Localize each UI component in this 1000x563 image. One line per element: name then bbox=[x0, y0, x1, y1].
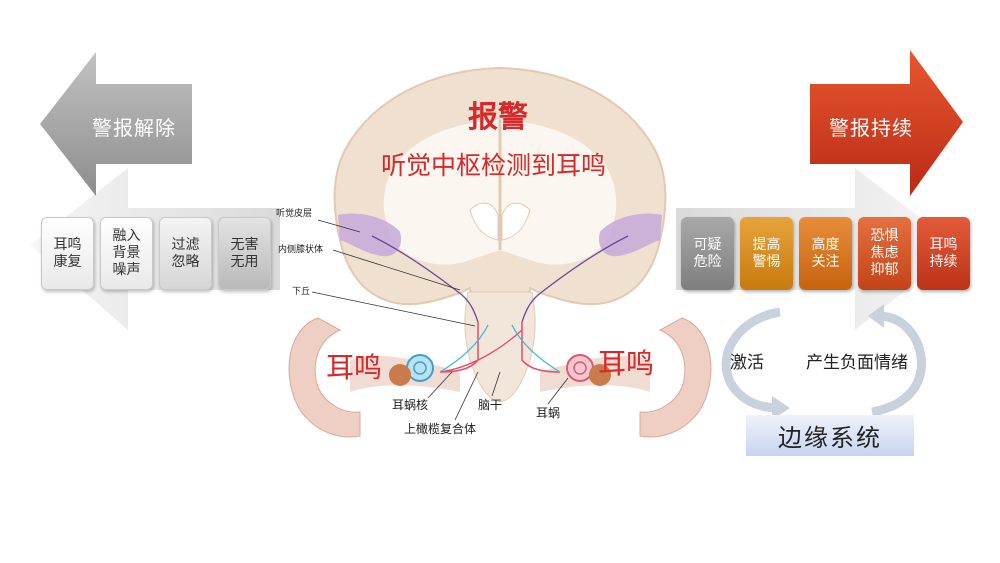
box-harmless-useless: 无害 无用 bbox=[218, 217, 271, 290]
label-cochlear-nucleus: 耳蜗核 bbox=[392, 398, 429, 412]
alarm-title: 报警 bbox=[468, 100, 528, 135]
alarm-continues-label: 警报持续 bbox=[829, 116, 913, 140]
label-cochlea: 耳蜗 bbox=[536, 406, 561, 420]
box-increase-vigilance: 提高 警惕 bbox=[740, 217, 793, 290]
left-ear bbox=[288, 317, 361, 438]
box-fear-anxiety: 恐惧 焦虑 抑郁 bbox=[858, 217, 911, 290]
box-suspicious-danger: 可疑 危险 bbox=[681, 217, 734, 290]
tinnitus-left-label: 耳鸣 bbox=[326, 351, 383, 384]
box-merge-background: 融入 背景 噪声 bbox=[100, 217, 153, 290]
auditory-cortex-left bbox=[338, 213, 402, 257]
label-brainstem: 脑干 bbox=[478, 398, 503, 412]
alarm-released-label: 警报解除 bbox=[92, 116, 176, 140]
left-light-arrow bbox=[30, 168, 280, 330]
label-auditory-cortex: 听觉皮层 bbox=[276, 209, 313, 219]
label-mgb: 内侧膝状体 bbox=[278, 245, 324, 255]
cycle-arrow-left bbox=[721, 307, 781, 413]
box-tinnitus-persists: 耳鸣 持续 bbox=[917, 217, 970, 290]
auditory-cortex-right bbox=[598, 213, 662, 257]
label-inferior-colliculus: 下丘 bbox=[292, 287, 311, 297]
activate-label: 激活 bbox=[730, 353, 764, 373]
right-ear bbox=[639, 317, 712, 438]
label-soc: 上橄榄复合体 bbox=[404, 422, 477, 436]
center-title: 听觉中枢检测到耳鸣 bbox=[381, 151, 607, 180]
right-cochlea bbox=[566, 354, 594, 382]
negative-emotion-label: 产生负面情绪 bbox=[806, 353, 908, 373]
cycle-arrow-right bbox=[871, 311, 926, 417]
left-dark-arrow bbox=[40, 52, 192, 196]
left-cochlea bbox=[406, 354, 434, 382]
box-filter-ignore: 过滤 忽略 bbox=[159, 217, 212, 290]
box-tinnitus-recovery: 耳鸣 康复 bbox=[41, 217, 94, 290]
limbic-system-box: 边缘系统 bbox=[746, 415, 914, 456]
tinnitus-right-label: 耳鸣 bbox=[598, 347, 655, 380]
right-red-arrow bbox=[810, 50, 963, 196]
box-high-attention: 高度 关注 bbox=[799, 217, 852, 290]
